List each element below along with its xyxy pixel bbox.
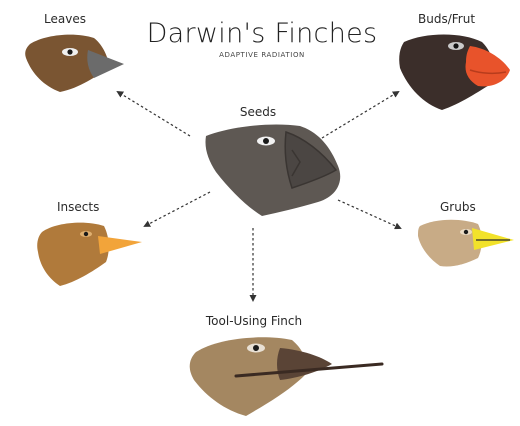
finch-seeds: Seeds [205,105,340,216]
insects-pupil [84,232,88,236]
buds-pupil [453,43,458,48]
label-leaves: Leaves [44,12,86,26]
grubs-beak [472,228,514,250]
finch-tool-using: Tool-Using Finch [190,314,382,416]
arrow-to-grubs [338,200,400,228]
finch-leaves: Leaves [25,12,124,92]
finch-grubs: Grubs [418,200,514,267]
grubs-head [418,220,482,267]
leaves-pupil [67,49,72,54]
seeds-pupil [263,138,269,144]
arrow-to-buds-fruit [322,92,398,138]
diagram-title: Darwin's Finches [147,18,378,49]
insects-beak [98,236,142,254]
grubs-pupil [464,230,468,234]
arrow-to-leaves [118,92,190,136]
insects-head [37,223,109,286]
arrow-to-insects [145,192,210,226]
label-grubs: Grubs [440,200,476,214]
label-buds-fruit: Buds/Frut [418,12,475,26]
buds-beak [466,46,511,86]
diagram-subtitle: ADAPTIVE RADIATION [219,51,305,59]
label-seeds: Seeds [240,105,276,119]
tool-using-pupil [253,345,259,351]
finch-insects: Insects [37,200,142,286]
label-insects: Insects [57,200,99,214]
finch-buds-fruit: Buds/Frut [399,12,510,110]
label-tool-using: Tool-Using Finch [205,314,302,328]
